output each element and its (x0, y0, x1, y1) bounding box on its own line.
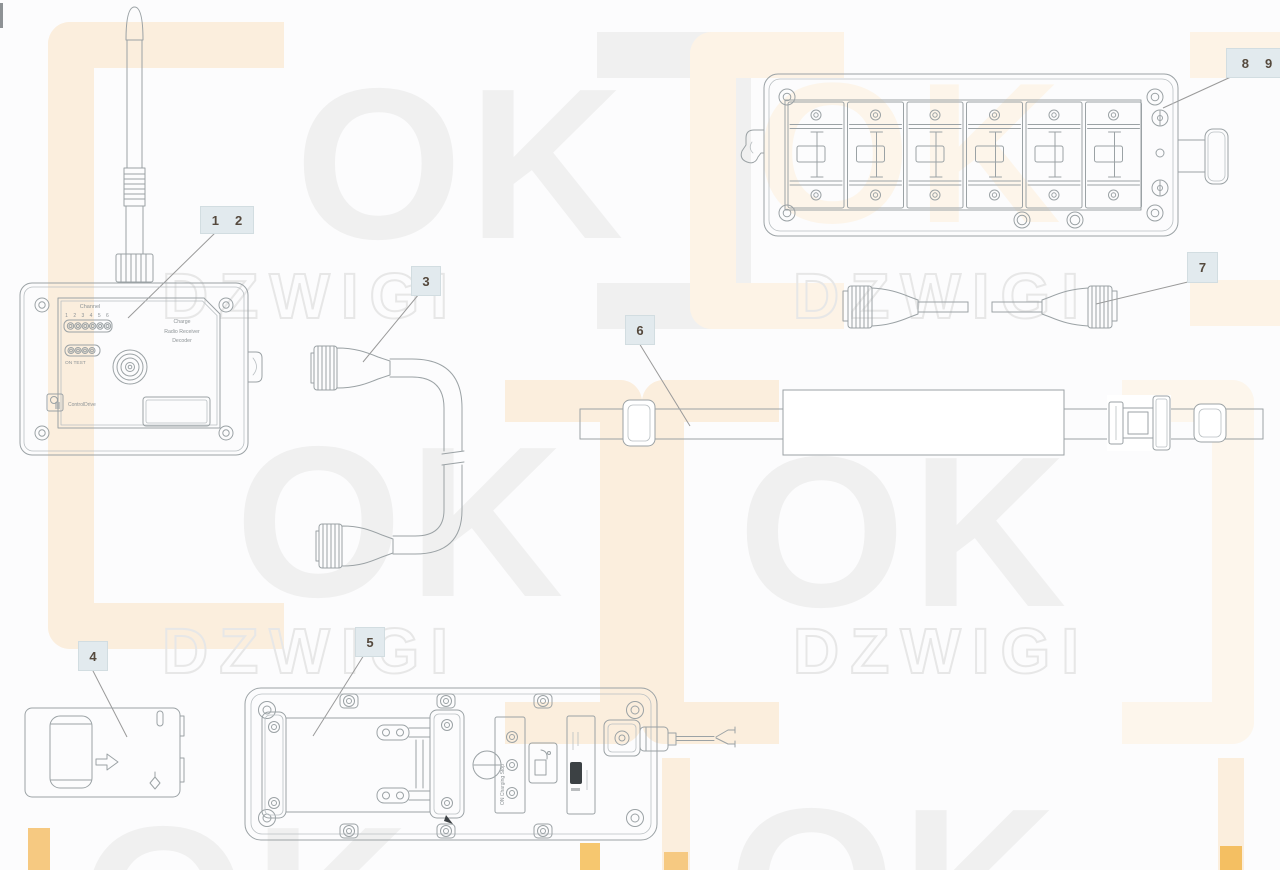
channel-label: Channel (80, 304, 101, 310)
watermark-bracket-left (48, 22, 284, 649)
screen-edge-artifact (0, 3, 3, 28)
watermark-dzwigi-text: DZWIGI (792, 260, 1091, 332)
watermark-bracket-left-2 (690, 32, 844, 329)
led-panel: ON Charging Stop (494, 716, 526, 814)
receiver-housing (19, 282, 263, 456)
cable-curve (389, 358, 465, 555)
panel-housing (763, 73, 1179, 237)
belt-keeper-right (1193, 403, 1227, 443)
watermark-accent-bar (1220, 846, 1242, 870)
receiver-brand-text: Charge Radio Receiver Decoder (164, 319, 200, 344)
callout-number: 4 (89, 648, 97, 664)
callout-number: 5 (366, 634, 374, 650)
callout-number: 3 (422, 273, 430, 289)
receiver-label-slot (142, 396, 211, 427)
slot-screw (472, 750, 502, 780)
radio-receiver-figure: Channel 1 2 3 4 5 6 ON TEST (10, 0, 270, 465)
panel-right-screws (1151, 109, 1169, 197)
watermark-accent-bar (662, 758, 690, 870)
belt-keeper-left (622, 399, 656, 447)
watermark-accent-bar (28, 828, 50, 870)
callout-number: 1 (211, 212, 219, 228)
cable-connector-bottom (315, 523, 394, 569)
antenna-connector (112, 349, 148, 385)
watermark-dzwigi-text: DZWIGI (792, 615, 1091, 687)
logo-text: ControlDrive (68, 402, 96, 408)
battery-slide-arrow (95, 753, 119, 771)
watermark-ok-text: OK (295, 43, 630, 284)
callout-label-7: 7 (1187, 252, 1218, 283)
callout-number: 8 (1241, 55, 1249, 71)
led-labels: ON Charging Stop (500, 764, 506, 805)
watermark-ok-text: OK (738, 411, 1073, 652)
channel-numbers: 1 2 3 4 5 6 (65, 313, 111, 319)
callout-number: 2 (235, 212, 243, 228)
pointer-mark (444, 815, 453, 824)
battery-unlock-icon (149, 771, 161, 790)
callout-label-5: 5 (355, 627, 385, 657)
svg-text:Radio Receiver: Radio Receiver (164, 329, 200, 335)
charging-cable (603, 719, 736, 757)
pushbutton-panel-figure (728, 38, 1280, 248)
transmitter-base-figure: ON Charging Stop (240, 680, 760, 857)
connection-cable-figure (300, 258, 470, 588)
watermark-accent-bar (664, 852, 688, 870)
watermark-dzwigi-text: DZWIGI (161, 260, 460, 332)
battery-figure (20, 700, 195, 810)
battery-latch-slot (156, 710, 164, 727)
callout-label-4: 4 (78, 641, 108, 671)
callout-number: 6 (636, 322, 644, 338)
belt-pad (782, 389, 1065, 456)
manufacturer-logo: ControlDrive (46, 393, 96, 412)
short-cable-left-connector (842, 285, 969, 329)
watermark-accent-bar (580, 843, 600, 870)
short-cable-right-connector (991, 285, 1118, 329)
shoulder-belt-figure (575, 383, 1275, 468)
estop-knob (1177, 128, 1229, 185)
watermark-bracket-right-3 (505, 380, 642, 744)
on-test-label: ON TEST (65, 360, 86, 366)
callout-label-3: 3 (411, 266, 441, 296)
svg-text:Charge: Charge (173, 319, 190, 325)
antenna (115, 6, 154, 283)
callout-label-8-9: 8 9 (1226, 48, 1280, 78)
callout-number: 7 (1198, 260, 1207, 275)
watermark-dzwigi-text: DZWIGI (161, 615, 460, 687)
charging-icon (528, 742, 558, 784)
switch-modules (787, 101, 1142, 209)
short-cable-figure (840, 278, 1120, 338)
watermark-ok-text: OK (755, 42, 1067, 265)
receiver-channel-panel: Channel 1 2 3 4 5 6 ON TEST (63, 304, 113, 366)
panel-bottom-holes (1013, 211, 1084, 229)
callout-label-6: 6 (625, 315, 655, 345)
mounting-clip (740, 129, 765, 164)
battery-body (24, 707, 185, 798)
cable-connector-top (310, 345, 391, 391)
belt-buckle (1107, 395, 1171, 451)
connector-panel (566, 715, 596, 815)
svg-text:Decoder: Decoder (172, 338, 192, 344)
callout-label-1-2: 1 2 (200, 206, 254, 234)
callout-number: 9 (1265, 55, 1273, 71)
watermark-ok-text: OK (235, 401, 570, 642)
battery-compartment (261, 709, 465, 819)
watermark-ok-text: OK (728, 776, 1063, 870)
